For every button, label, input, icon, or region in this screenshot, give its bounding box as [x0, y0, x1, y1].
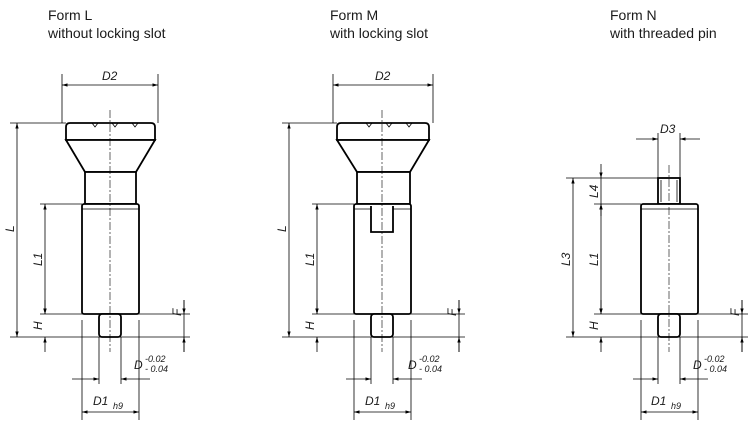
- form-n-body: [640, 203, 699, 315]
- form-n-drawing: D3 L3 L4 L1 H F D -0.02 - 0.04: [559, 122, 748, 420]
- form-m-knob: [336, 122, 430, 141]
- form-l-l-label: L: [3, 225, 17, 232]
- form-l-d-label: D: [134, 358, 143, 372]
- form-m-d-label: D: [408, 358, 417, 372]
- form-n-l3-label: L3: [559, 252, 573, 266]
- form-m-title: Form M: [330, 7, 379, 23]
- form-n-d-tol-lower: - 0.04: [704, 364, 727, 374]
- form-l-d1-label: D1: [93, 394, 108, 408]
- form-l-h-label: H: [31, 321, 45, 330]
- form-l-l1-label: L1: [31, 253, 45, 266]
- form-l-body: [81, 203, 140, 315]
- form-n-l4-label: L4: [587, 184, 601, 198]
- form-n-d1-tol: h9: [671, 401, 681, 411]
- form-l-drawing: D2 L L1 H F D -0.02 - 0.04 D1 h9: [3, 69, 190, 420]
- form-m-cone: [335, 139, 431, 173]
- form-n-d1-label: D1: [651, 394, 666, 408]
- form-n-title: Form N: [610, 7, 657, 23]
- form-l-d-tol-lower: - 0.04: [145, 364, 168, 374]
- form-l-caption: Form L without locking slot: [48, 6, 166, 42]
- form-n-subtitle: with threaded pin: [610, 25, 717, 41]
- form-m-d-tol-lower: - 0.04: [419, 364, 442, 374]
- form-m-drawing: D2 L L1 H F D -0.02 - 0.04 D1 h9: [275, 69, 465, 420]
- form-m-l1-label: L1: [303, 253, 317, 266]
- form-l-d2-label: D2: [102, 69, 118, 83]
- form-l-neck: [84, 171, 137, 205]
- form-m-neck: [356, 171, 411, 205]
- form-n-d3-label: D3: [660, 122, 676, 136]
- form-l-d-tol-upper: -0.02: [145, 354, 166, 364]
- form-l-title: Form L: [48, 7, 93, 23]
- form-n-h-label: H: [587, 321, 601, 330]
- form-m-d1-label: D1: [365, 394, 380, 408]
- form-m-d1-tol: h9: [385, 401, 395, 411]
- form-n-d-label: D: [693, 358, 702, 372]
- form-l-knob: [65, 122, 156, 141]
- form-m-h-label: H: [303, 321, 317, 330]
- form-l-f-label: F: [170, 308, 184, 316]
- form-l-subtitle: without locking slot: [48, 25, 166, 41]
- form-m-l-label: L: [275, 225, 289, 232]
- form-n-l1-label: L1: [587, 253, 601, 266]
- form-l-cone: [64, 139, 157, 173]
- form-m-d-tol-upper: -0.02: [419, 354, 440, 364]
- form-n-d-tol-upper: -0.02: [704, 354, 725, 364]
- form-l-d1-tol: h9: [113, 401, 123, 411]
- form-m-d2-label: D2: [375, 69, 391, 83]
- form-m-f-label: F: [445, 308, 459, 316]
- form-n-caption: Form N with threaded pin: [610, 6, 717, 42]
- form-m-subtitle: with locking slot: [330, 25, 429, 41]
- form-n-f-label: F: [728, 308, 742, 316]
- form-m-caption: Form M with locking slot: [330, 6, 428, 42]
